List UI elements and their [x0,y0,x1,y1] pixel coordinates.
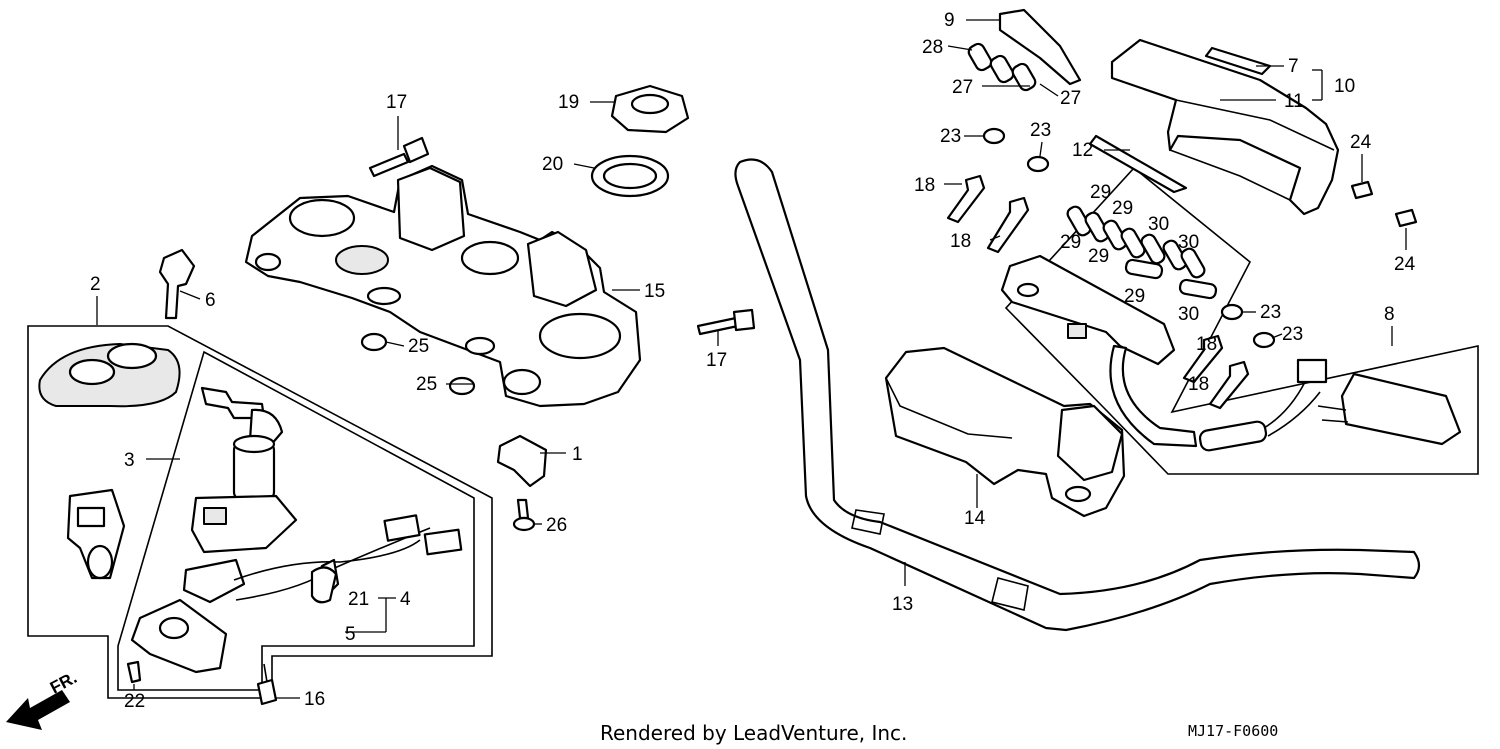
callout-3: 3 [124,450,135,471]
footer-credit: Rendered by LeadVenture, Inc. [600,721,907,745]
bolt-16 [256,663,278,706]
callout-21: 21 [348,589,369,610]
bolt-18-a [946,174,986,224]
front-direction-arrow: FR. [6,668,80,730]
bolt-18-d [1208,360,1250,410]
callout-20: 20 [542,154,563,175]
bolt-17-upper [368,136,430,178]
callout-13: 13 [892,594,913,615]
nut-23-a [982,127,1006,145]
callout-15: 15 [644,281,665,302]
callout-24-a: 24 [1350,132,1372,153]
screw-24-a [1350,180,1374,200]
nut-25-upper [360,332,388,352]
bolt-18-b [986,196,1030,254]
clip-1 [496,434,548,488]
callout-28: 28 [922,37,943,58]
callout-4: 4 [400,589,411,610]
direction-label: FR. [47,668,80,698]
callout-25-lower: 25 [416,374,437,395]
nut-23-c [1220,303,1244,321]
callout-27-a: 27 [952,77,973,98]
handlebar-13 [734,158,1421,632]
callout-29-e: 29 [1124,286,1145,307]
callout-1: 1 [572,444,583,465]
callout-2: 2 [90,274,101,295]
callout-30-c: 30 [1178,304,1199,325]
callout-30-b: 30 [1178,232,1199,253]
callout-10: 10 [1334,76,1355,97]
handlebar-holder-14 [884,346,1126,518]
callout-7: 7 [1288,56,1299,77]
callout-19: 19 [558,92,579,113]
wire-clip-21 [310,566,338,604]
callout-27-b: 27 [1060,88,1081,109]
callout-8: 8 [1384,304,1395,325]
callout-29-d: 29 [1088,246,1109,267]
screw-22 [126,660,142,684]
bolt-26 [512,498,536,532]
screw-24-b [1394,208,1418,228]
ignition-switch-3 [182,386,463,604]
callout-6: 6 [205,290,216,311]
diagram-code: MJ17-F0600 [1188,722,1278,740]
callout-11: 11 [1284,91,1304,112]
switch-bracket [66,488,126,580]
callout-26: 26 [546,515,567,536]
callout-23-d: 23 [1282,324,1303,345]
callout-5: 5 [345,624,356,645]
callout-24-b: 24 [1394,254,1416,275]
nut-25-lower [448,376,476,396]
meter-cover-10 [1110,38,1340,216]
callout-23-b: 23 [1030,120,1051,141]
nut-23-d [1252,331,1276,349]
indicator-panel [1000,254,1176,366]
callout-18-c: 18 [1196,334,1217,355]
callout-23-c: 23 [1260,302,1281,323]
nut-23-b [1026,155,1050,173]
callout-29-c: 29 [1060,232,1081,253]
callout-14: 14 [964,508,986,529]
group-outline-2 [27,325,493,699]
callout-29-a: 29 [1090,182,1111,203]
callout-9: 9 [944,10,955,31]
callout-16: 16 [304,689,325,710]
callout-17-lower: 17 [706,350,727,371]
wire-harness-8 [1109,344,1462,452]
arrow-icon [6,690,70,730]
callout-30-a: 30 [1148,214,1169,235]
key-6 [158,248,196,320]
callout-22: 22 [124,691,145,712]
callout-25-upper: 25 [408,336,429,357]
nut-19 [610,84,690,134]
washer-20 [590,154,670,198]
callout-29-b: 29 [1112,198,1133,219]
seal-cover [38,342,181,408]
bulb-sockets [1066,205,1218,300]
switch-cover [130,598,228,674]
callout-labels: 1 2 3 4 5 6 7 8 9 10 11 12 13 14 15 16 1… [90,10,1416,712]
top-bridge-15 [244,164,642,408]
callout-18-d: 18 [1188,374,1209,395]
callout-12: 12 [1072,140,1093,161]
socket-9 [998,8,1082,86]
callout-18-b: 18 [950,231,971,252]
leader-lines [96,19,1407,699]
group-outline-3 [117,350,475,691]
callout-17-upper: 17 [386,92,407,113]
bolt-18-c [1182,334,1224,384]
bolt-17-lower [696,308,756,336]
callout-18-a: 18 [914,175,935,196]
callout-23-a: 23 [940,126,961,147]
bulb-27-28 [967,42,1037,92]
